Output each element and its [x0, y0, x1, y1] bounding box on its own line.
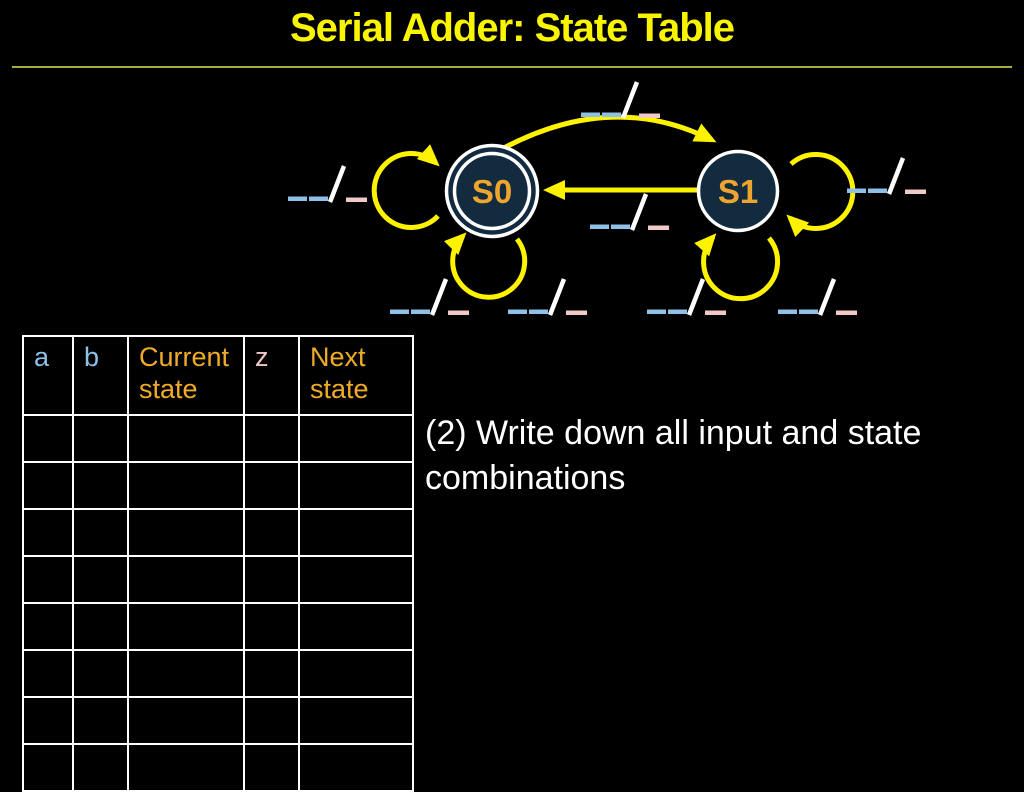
- table-cell: [127, 555, 245, 604]
- table-cell: [298, 696, 414, 745]
- table-row: [22, 461, 414, 510]
- table-cell: [22, 461, 74, 510]
- table-row: [22, 696, 414, 745]
- state-node-s0: S0: [444, 143, 540, 239]
- table-row: [22, 555, 414, 604]
- table-cell: [22, 602, 74, 651]
- table-header-cell-next-state: Next state: [298, 335, 414, 416]
- annotation-text: (2) Write down all input and state combi…: [425, 414, 922, 497]
- title-separator: [12, 66, 1012, 68]
- table-cell: [243, 461, 300, 510]
- table-cell: [298, 508, 414, 557]
- table-row: [22, 414, 414, 463]
- table-cell: [22, 649, 74, 698]
- table-cell: [127, 414, 245, 463]
- table-cell: [243, 414, 300, 463]
- transition-label-blank-left: [288, 166, 367, 202]
- state-diagram: S0 S1: [0, 70, 1024, 335]
- table-cell: [22, 508, 74, 557]
- self-loop-s1-bottom: [694, 233, 781, 302]
- table-cell: [243, 602, 300, 651]
- table-cell: [22, 414, 74, 463]
- table-cell: [243, 555, 300, 604]
- table-cell: [72, 696, 129, 745]
- transition-label-blank-bottom-2: [508, 279, 587, 315]
- self-loop-s0-bottom: [443, 232, 528, 300]
- table-cell: [22, 555, 74, 604]
- table-cell: [243, 696, 300, 745]
- table-cell: [127, 461, 245, 510]
- table-cell: [243, 508, 300, 557]
- self-loop-s1-right: [786, 152, 856, 238]
- table-cell: [72, 602, 129, 651]
- table-cell: [72, 461, 129, 510]
- self-loop-s0-left: [371, 144, 440, 230]
- table-cell: [298, 461, 414, 510]
- table-row: [22, 602, 414, 651]
- transition-label-blank-bottom-1: [390, 279, 469, 315]
- table-cell: [298, 649, 414, 698]
- table-cell: [72, 555, 129, 604]
- table-cell: [298, 555, 414, 604]
- table-header-cell-a: a: [22, 335, 74, 416]
- table-header-cell-z: z: [243, 335, 300, 416]
- table-cell: [127, 602, 245, 651]
- table-cell: [72, 508, 129, 557]
- state-label-s0: S0: [472, 173, 512, 210]
- table-cell: [127, 649, 245, 698]
- table-cell: [127, 696, 245, 745]
- table-cell: [72, 649, 129, 698]
- table-cell: [298, 602, 414, 651]
- transition-arc-s0-to-s1: [500, 114, 717, 152]
- transition-label-blank-top: [581, 82, 660, 118]
- page-title: Serial Adder: State Table: [289, 6, 735, 50]
- table-header-cell-current-state: Current state: [127, 335, 245, 416]
- table-cell: [22, 696, 74, 745]
- transition-label-blank-right: [847, 158, 926, 194]
- table-row: [22, 508, 414, 557]
- transition-label-blank-bottom-4: [778, 279, 857, 315]
- table-cell: [127, 508, 245, 557]
- table-row: [22, 649, 414, 698]
- table-cell: [298, 414, 414, 463]
- state-node-s1: S1: [696, 149, 780, 233]
- table-cell: [243, 649, 300, 698]
- table-cell: [72, 414, 129, 463]
- state-label-s1: S1: [718, 173, 758, 210]
- transition-label-blank-middle: [590, 194, 669, 230]
- table-header-cell-b: b: [72, 335, 129, 416]
